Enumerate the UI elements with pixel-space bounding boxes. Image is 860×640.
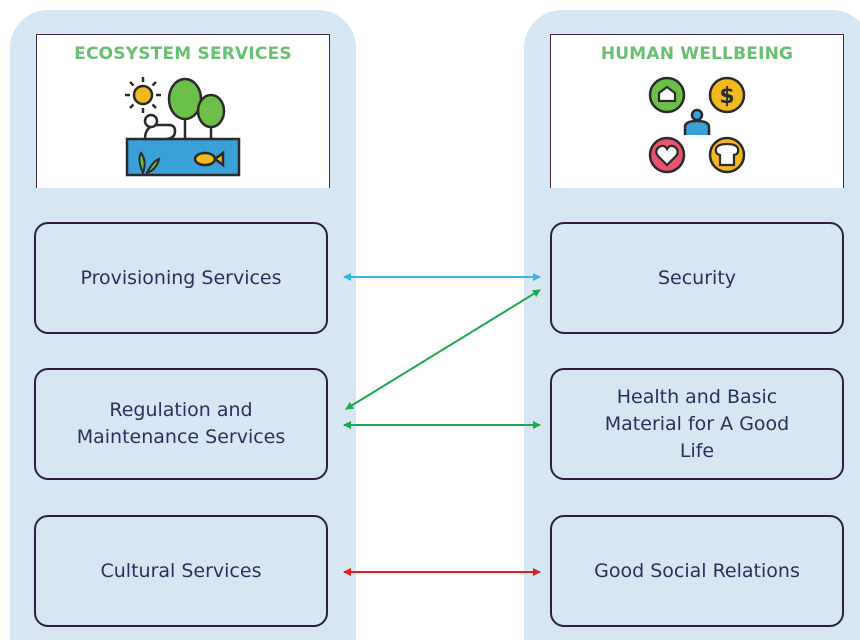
provisioning-services-box: Provisioning Services [34, 222, 328, 334]
human-wellbeing-column: HUMAN WELLBEING $ Security Health and Ba… [524, 10, 860, 640]
arrow-regulation-security [345, 289, 541, 410]
regulation-maintenance-services-box: Regulation and Maintenance Services [34, 368, 328, 480]
ecosystem-icon [125, 77, 241, 177]
human-wellbeing-title: HUMAN WELLBEING [600, 44, 794, 64]
svg-text:$: $ [719, 84, 734, 109]
wellbeing-icon: $ [648, 76, 746, 174]
human-wellbeing-header: HUMAN WELLBEING $ [550, 34, 844, 188]
ecosystem-services-title: ECOSYSTEM SERVICES [74, 44, 292, 64]
cultural-services-box: Cultural Services [34, 515, 328, 627]
ecosystem-services-column: ECOSYSTEM SERVICES [10, 10, 356, 640]
health-basic-material-box: Health and Basic Material for A Good Lif… [550, 368, 844, 480]
security-box: Security [550, 222, 844, 334]
ecosystem-services-header: ECOSYSTEM SERVICES [36, 34, 330, 188]
good-social-relations-box: Good Social Relations [550, 515, 844, 627]
